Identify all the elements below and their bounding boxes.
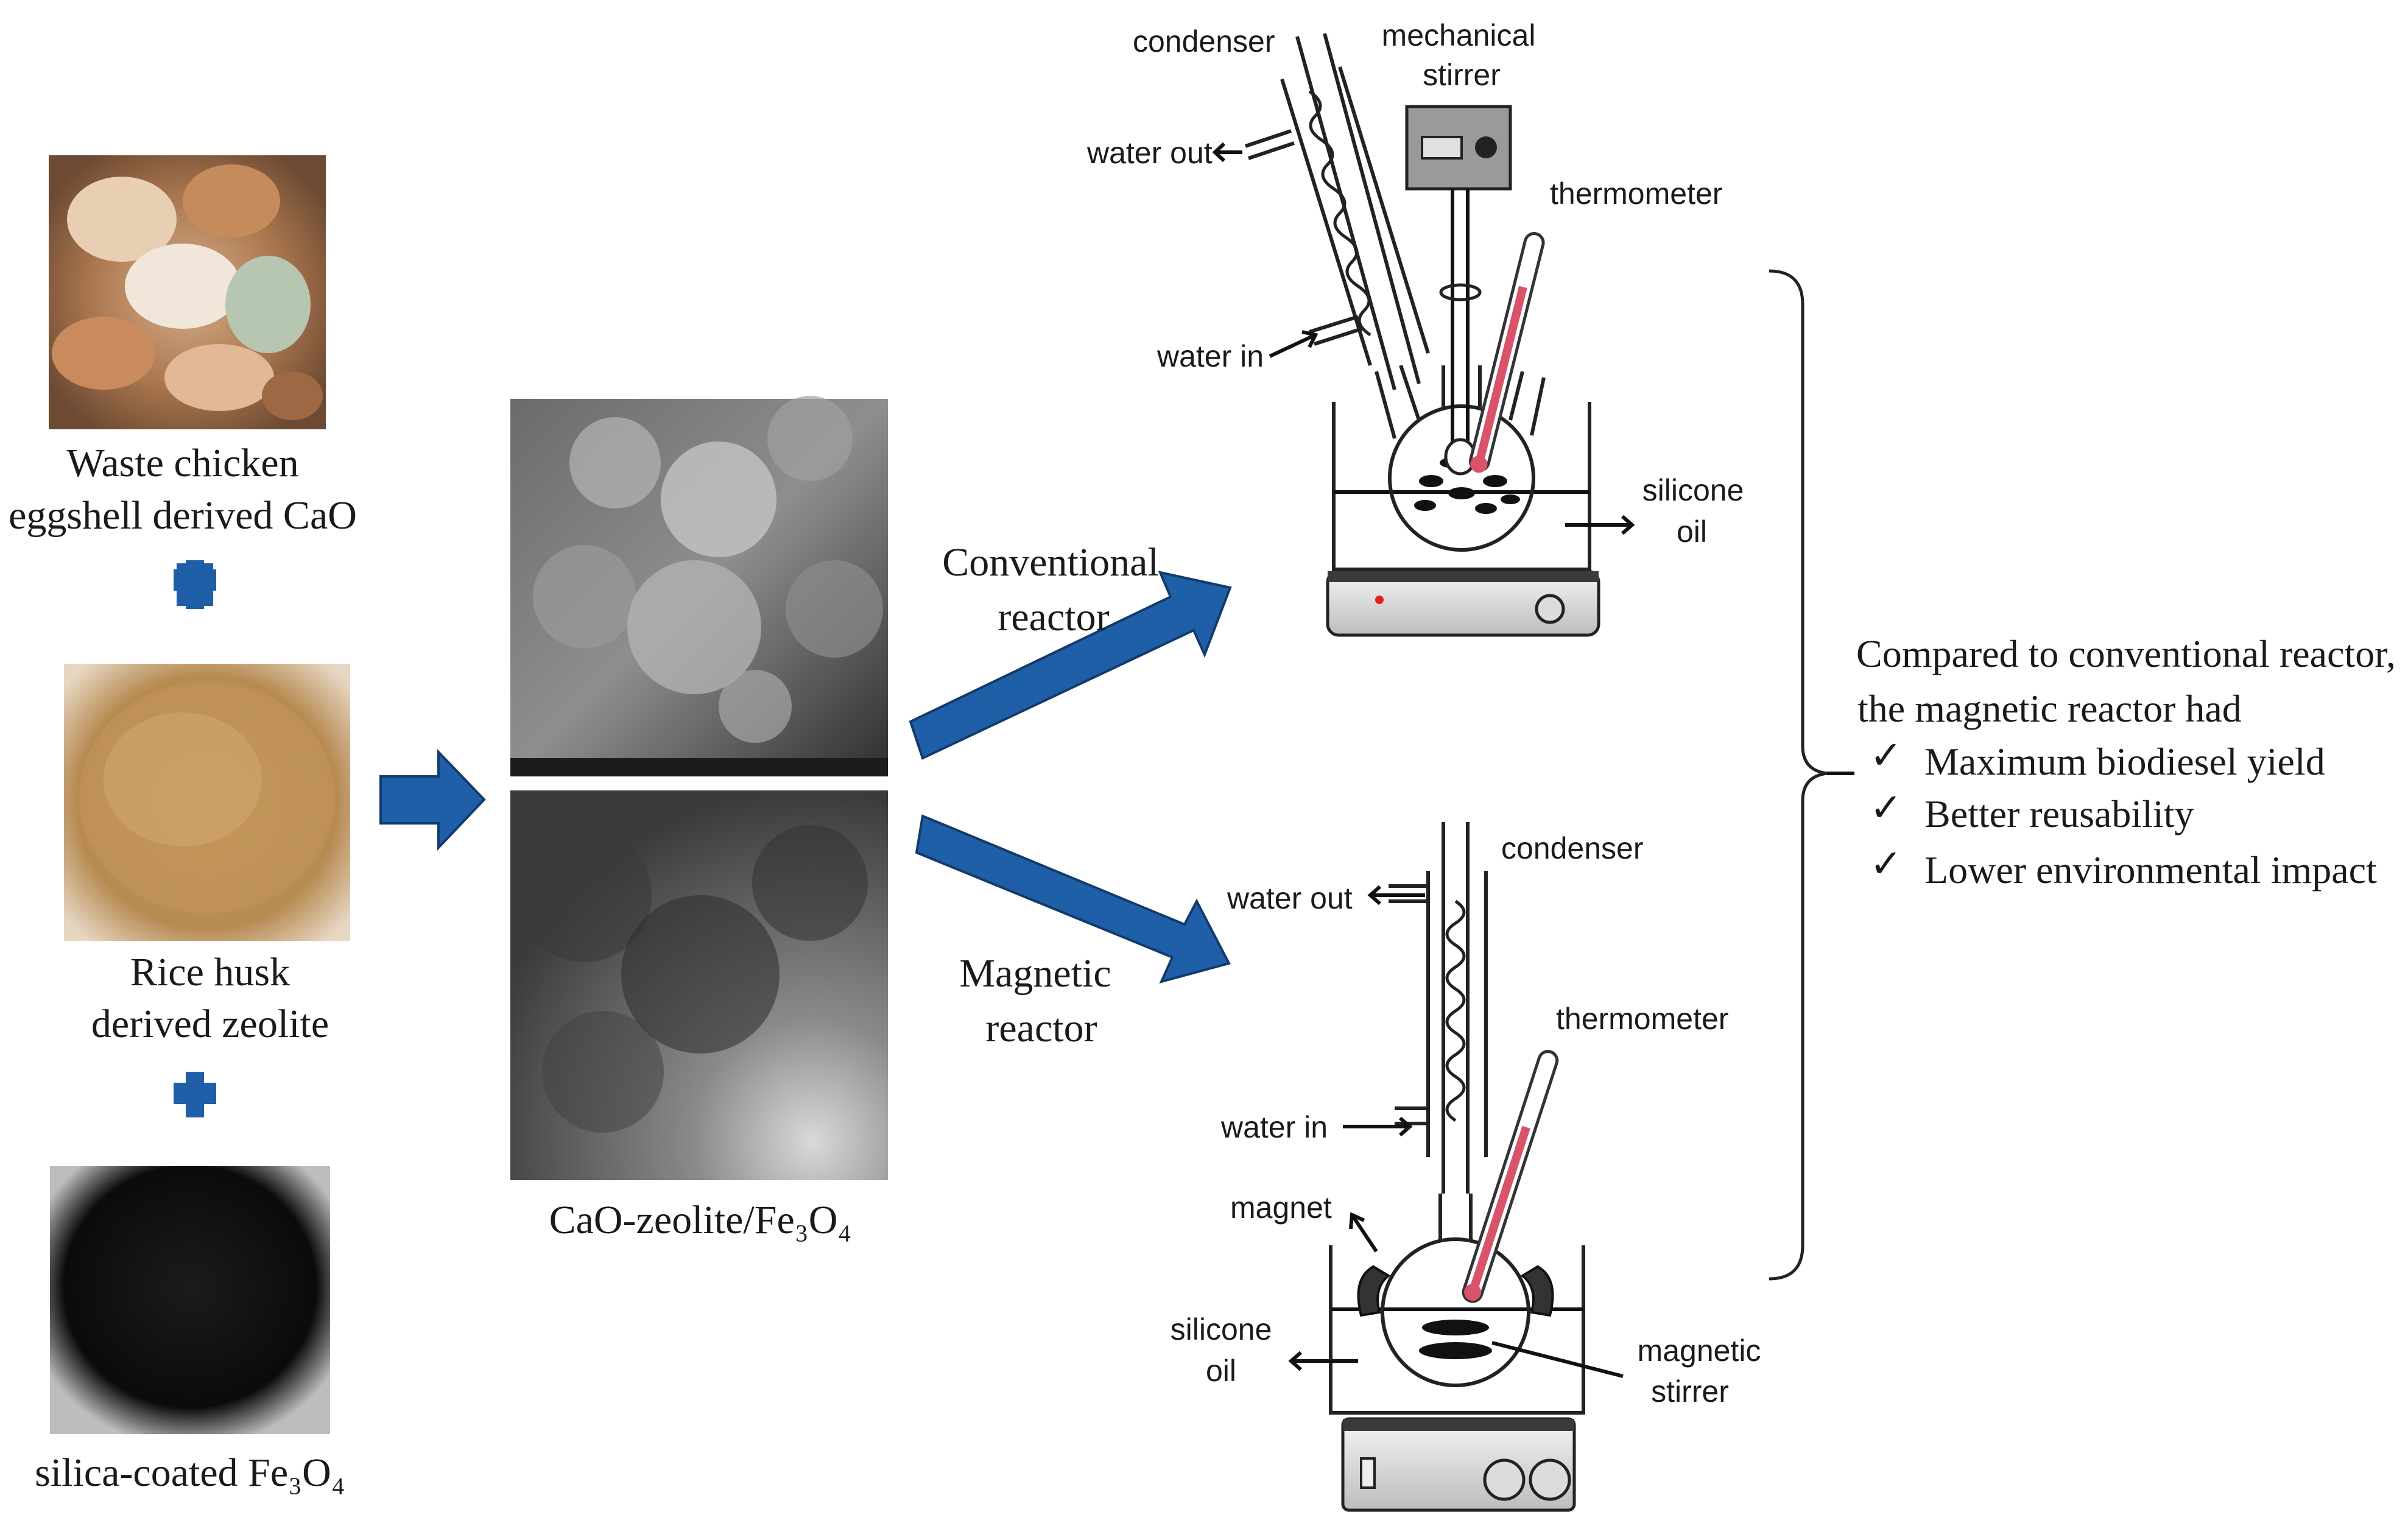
round-flask: [1381, 1237, 1530, 1387]
label-thermometer: thermometer: [1556, 1002, 1728, 1036]
eggshell-label-line1: Waste chicken: [66, 441, 298, 485]
thermometer: [1469, 232, 1545, 473]
label-water-in: water in: [1220, 1110, 1328, 1144]
indicator-light: [1375, 596, 1384, 604]
condenser: [1389, 822, 1488, 1194]
magnetic-label-line2: reactor: [985, 1006, 1097, 1050]
knob: [1529, 1458, 1571, 1501]
arrow-water-out: [1367, 885, 1425, 906]
sem-caption: QUASI 5.00kV 8.3mm x50.0k SE: [516, 762, 695, 775]
right-arrow-icon: [379, 749, 486, 851]
label-silicone-line1: silicone: [1642, 473, 1744, 507]
magnet-right: [1520, 1265, 1554, 1317]
condenser: [1245, 33, 1430, 390]
label-condenser: condenser: [1133, 24, 1275, 58]
label-mechanical-line1: mechanical: [1382, 18, 1536, 52]
knob: [1535, 594, 1565, 624]
label-magnet: magnet: [1230, 1191, 1332, 1225]
sem-scale: 1.00μm: [841, 762, 882, 775]
summary-intro-line2: the magnetic reactor had: [1857, 687, 2242, 730]
arrow-silicone: [1565, 515, 1635, 535]
fe3o4-label: silica-coated Fe₃O₄: [35, 1451, 345, 1495]
arrow-silicone: [1288, 1351, 1358, 1371]
summary-bracket: [1769, 269, 1828, 1281]
rotation-icon: [1439, 283, 1482, 301]
thermometer: [1462, 1050, 1559, 1303]
label-stirrer-line2: stirrer: [1651, 1374, 1729, 1409]
magnet-left: [1357, 1265, 1391, 1317]
summary-item: Lower environmental impact: [1924, 848, 2377, 892]
label-mechanical-line2: stirrer: [1423, 58, 1501, 92]
check-icon: ✓: [1870, 734, 1903, 777]
summary-item: Better reusability: [1924, 792, 2194, 835]
label-silicone-line1: silicone: [1171, 1312, 1272, 1346]
label-thermometer: thermometer: [1550, 177, 1722, 211]
magnetic-label-line1: Magnetic: [959, 951, 1111, 996]
arrow-stirrer: [1491, 1341, 1624, 1378]
rice-husk-photo: [64, 664, 350, 941]
summary-item: Maximum biodiesel yield: [1924, 740, 2325, 783]
label-silicone-line2: oil: [1677, 515, 1707, 549]
label-condenser: condenser: [1501, 831, 1644, 865]
check-icon: ✓: [1870, 786, 1903, 829]
rice-label-line2: derived zeolite: [91, 1002, 329, 1046]
knob: [1483, 1458, 1526, 1501]
summary-intro-line1: Compared to conventional reactor,: [1856, 632, 2396, 675]
fe3o4-photo: [50, 1166, 330, 1434]
rice-label-line1: Rice husk: [130, 950, 290, 994]
label-water-in: water in: [1156, 339, 1264, 373]
label-water-out: water out: [1227, 881, 1353, 915]
up-right-arrow-icon: [909, 571, 1232, 760]
arrow-magnet: [1349, 1212, 1378, 1253]
conventional-reactor: condenser mechanical stirrer water out t…: [1086, 18, 1744, 637]
eggshell-photo: [49, 155, 326, 429]
round-flask: [1388, 404, 1535, 552]
plus-icon: [174, 560, 216, 609]
eggshell-label-line2: eggshell derived CaO: [9, 493, 357, 538]
catalyst-label: CaO-zeolite/Fe₃O₄: [549, 1198, 852, 1242]
label-water-out: water out: [1086, 136, 1213, 170]
down-right-arrow-icon: [915, 814, 1231, 984]
arrow-water-out: [1212, 142, 1242, 163]
conventional-label-line2: reactor: [998, 595, 1109, 639]
label-silicone-line2: oil: [1206, 1354, 1236, 1388]
label-stirrer-line1: magnetic: [1638, 1334, 1761, 1368]
tem-image: [510, 790, 888, 1180]
plus-icon: [174, 1072, 216, 1117]
sem-image: QUASI 5.00kV 8.3mm x50.0k SE 1.00μm: [510, 396, 888, 776]
magnetic-reactor: condenser water out thermometer water in…: [1171, 822, 1761, 1512]
check-icon: ✓: [1870, 842, 1903, 885]
arrow-water-in: [1269, 330, 1318, 358]
arrow-water-in: [1343, 1116, 1413, 1137]
conventional-label-line1: Conventional: [942, 540, 1159, 585]
